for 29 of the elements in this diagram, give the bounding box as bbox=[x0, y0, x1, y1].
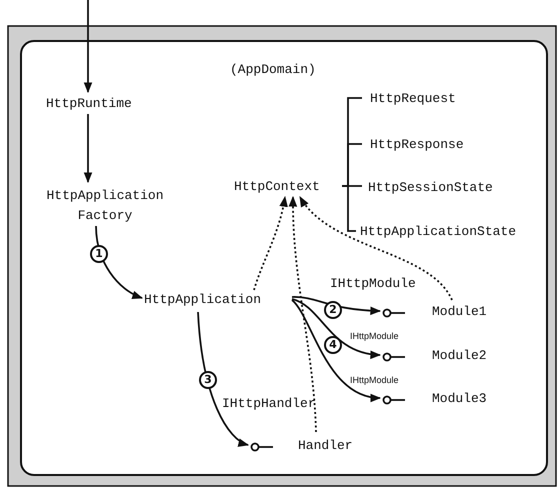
arrow bbox=[292, 296, 382, 315]
component-label: HttpRequest bbox=[370, 91, 457, 107]
container-heading: (AppDomain) bbox=[230, 62, 316, 78]
arrow bbox=[84, 114, 92, 184]
interface-label: IHttpModule bbox=[350, 331, 399, 341]
component-label: HttpSessionState bbox=[368, 180, 494, 196]
component-label: Module3 bbox=[432, 391, 487, 407]
component-label: HttpApplication bbox=[144, 292, 262, 308]
arrow bbox=[197, 312, 249, 446]
component-label: Module1 bbox=[432, 304, 487, 320]
component-label: HttpResponse bbox=[370, 137, 465, 153]
component-label: HttpApplicationState bbox=[360, 224, 518, 240]
interface-label: IHttpHandler bbox=[222, 396, 316, 411]
arrow bbox=[95, 226, 143, 299]
arrow bbox=[292, 298, 382, 358]
component-label: HttpApplication Factory bbox=[45, 187, 165, 225]
component-label: Module2 bbox=[432, 348, 487, 364]
arrow bbox=[84, 0, 92, 94]
dotted-arrow bbox=[299, 196, 453, 300]
connector-line bbox=[342, 185, 356, 232]
domain-container bbox=[20, 40, 548, 476]
arrow bbox=[291, 299, 382, 402]
interface-label: IHttpModule bbox=[330, 276, 416, 291]
dotted-arrow bbox=[288, 196, 317, 432]
interface-label: IHttpModule bbox=[350, 375, 399, 385]
component-label: HttpContext bbox=[234, 179, 321, 195]
component-label: Handler bbox=[298, 438, 353, 454]
component-label: HttpRuntime bbox=[46, 96, 133, 112]
dotted-arrow bbox=[253, 196, 288, 290]
